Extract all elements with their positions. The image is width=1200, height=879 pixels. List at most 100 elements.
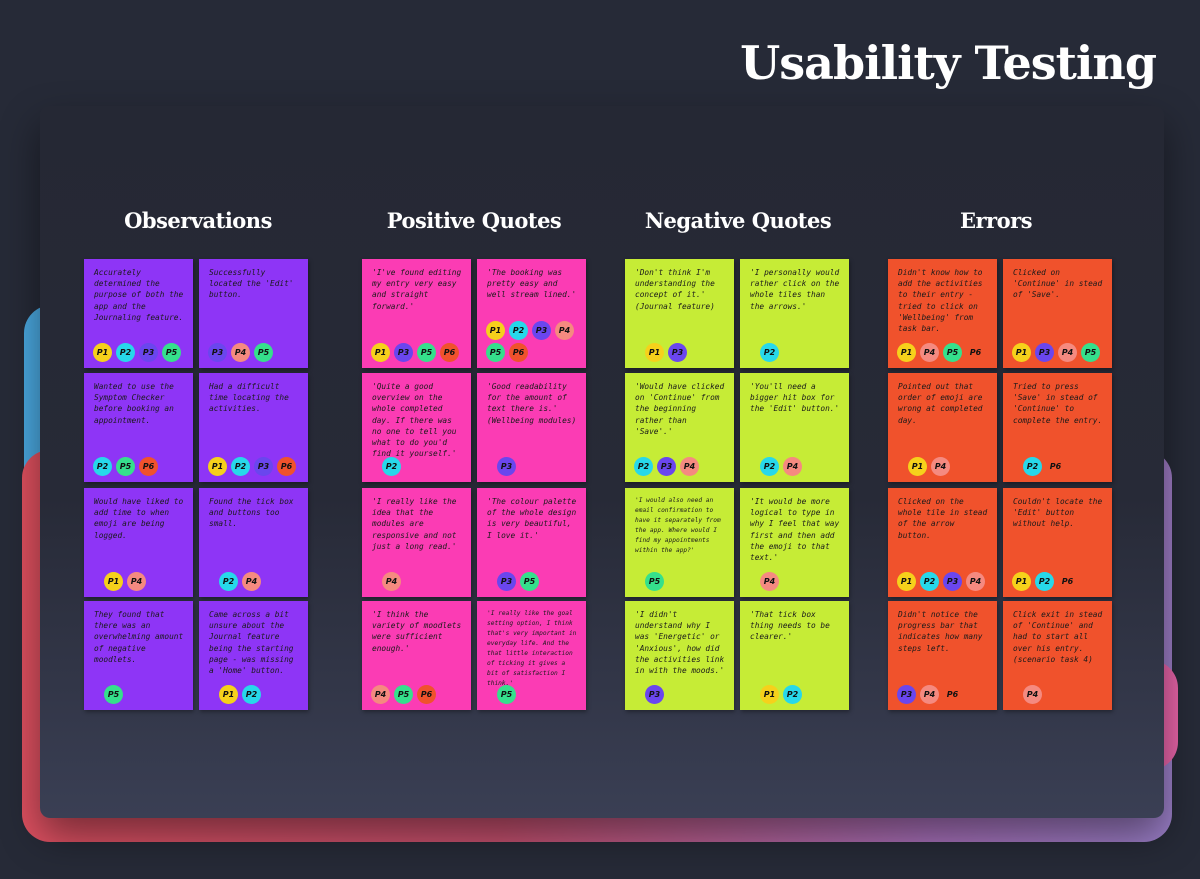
sticky-note-positive-quotes[interactable]: 'I've found editing my entry very easy a…: [362, 259, 471, 368]
participant-badge-p2: P2: [1035, 572, 1054, 591]
participant-badge-p4: P4: [966, 572, 985, 591]
participant-badge-p6: P6: [1046, 457, 1065, 476]
participant-badge-p3: P3: [497, 572, 516, 591]
note-text: 'I really like the idea that the modules…: [372, 497, 457, 551]
participant-badge-p3: P3: [668, 343, 687, 362]
participant-badge-p1: P1: [219, 685, 238, 704]
note-text: 'The colour palette of the whole design …: [487, 497, 577, 540]
participant-badge-p4: P4: [127, 572, 146, 591]
sticky-note-positive-quotes[interactable]: 'I really like the goal setting option, …: [477, 601, 586, 710]
sticky-note-positive-quotes[interactable]: 'I really like the idea that the modules…: [362, 488, 471, 597]
participant-badge-p4: P4: [920, 685, 939, 704]
sticky-note-negative-quotes[interactable]: 'Don't think I'm understanding the conce…: [625, 259, 734, 368]
sticky-note-observations[interactable]: Would have liked to add time to when emo…: [84, 488, 193, 597]
participant-badge-p4: P4: [1058, 343, 1077, 362]
participant-badge-p1: P1: [93, 343, 112, 362]
participant-tags: P5: [497, 685, 580, 704]
participant-badge-p4: P4: [382, 572, 401, 591]
note-text: 'The booking was pretty easy and well st…: [487, 268, 577, 300]
note-text: 'You'll need a bigger hit box for the 'E…: [750, 382, 840, 414]
sticky-note-observations[interactable]: They found that there was an overwhelmin…: [84, 601, 193, 710]
sticky-note-errors[interactable]: Tried to press 'Save' in stead of 'Conti…: [1003, 373, 1112, 482]
participant-badge-p1: P1: [486, 321, 505, 340]
participant-badge-p2: P2: [634, 457, 653, 476]
participant-badge-p1: P1: [897, 572, 916, 591]
participant-badge-p5: P5: [497, 685, 516, 704]
participant-badge-p2: P2: [509, 321, 528, 340]
participant-tags: P5: [645, 572, 728, 591]
note-text: Had a difficult time locating the activi…: [209, 382, 289, 414]
sticky-note-errors[interactable]: Clicked on the whole tile in stead of th…: [888, 488, 997, 597]
sticky-note-negative-quotes[interactable]: 'I didn't understand why I was 'Energeti…: [625, 601, 734, 710]
participant-badge-p2: P2: [920, 572, 939, 591]
sticky-note-negative-quotes[interactable]: 'It would be more logical to type in why…: [740, 488, 849, 597]
column-title-positive-quotes: Positive Quotes: [386, 208, 562, 233]
column-title-errors: Errors: [959, 208, 1033, 233]
sticky-note-negative-quotes[interactable]: 'That tick box thing needs to be clearer…: [740, 601, 849, 710]
participant-badge-p5: P5: [520, 572, 539, 591]
sticky-note-positive-quotes[interactable]: 'Quite a good overview on the whole comp…: [362, 373, 471, 482]
participant-badge-p2: P2: [760, 343, 779, 362]
note-text: Didn't know how to add the activities to…: [898, 268, 983, 334]
participant-badge-p2: P2: [242, 685, 261, 704]
participant-badge-p2: P2: [382, 457, 401, 476]
note-text: Didn't notice the progress bar that indi…: [898, 610, 983, 653]
participant-badge-p2: P2: [783, 685, 802, 704]
sticky-note-observations[interactable]: Accurately determined the purpose of bot…: [84, 259, 193, 368]
sticky-note-positive-quotes[interactable]: 'I think the variety of moodlets were su…: [362, 601, 471, 710]
participant-badge-p1: P1: [1012, 572, 1031, 591]
participant-badge-p2: P2: [1023, 457, 1042, 476]
sticky-note-positive-quotes[interactable]: 'The colour palette of the whole design …: [477, 488, 586, 597]
participant-badge-p6: P6: [440, 343, 459, 362]
participant-badge-p5: P5: [116, 457, 135, 476]
sticky-note-negative-quotes[interactable]: 'I personally would rather click on the …: [740, 259, 849, 368]
sticky-note-observations[interactable]: Wanted to use the Symptom Checker before…: [84, 373, 193, 482]
sticky-note-errors[interactable]: Pointed out that order of emoji are wron…: [888, 373, 997, 482]
sticky-note-observations[interactable]: Had a difficult time locating the activi…: [199, 373, 308, 482]
participant-badge-p1: P1: [645, 343, 664, 362]
participant-badge-p4: P4: [242, 572, 261, 591]
participant-badge-p1: P1: [208, 457, 227, 476]
note-text: Came across a bit unsure about the Journ…: [209, 610, 294, 676]
participant-badge-p4: P4: [783, 457, 802, 476]
sticky-note-observations[interactable]: Found the tick box and buttons too small…: [199, 488, 308, 597]
sticky-note-negative-quotes[interactable]: 'I would also need an email confirmation…: [625, 488, 734, 597]
participant-badge-p4: P4: [1023, 685, 1042, 704]
note-text: 'I would also need an email confirmation…: [635, 497, 721, 554]
participant-badge-p4: P4: [931, 457, 950, 476]
note-text: Clicked on 'Continue' in stead of 'Save'…: [1013, 268, 1103, 300]
participant-badge-p2: P2: [760, 457, 779, 476]
participant-badge-p4: P4: [920, 343, 939, 362]
participant-tags: P4: [382, 572, 465, 591]
participant-badge-p5: P5: [943, 343, 962, 362]
participant-badge-p1: P1: [1012, 343, 1031, 362]
sticky-note-errors[interactable]: Couldn't locate the 'Edit' button withou…: [1003, 488, 1112, 597]
sticky-note-errors[interactable]: Clicked on 'Continue' in stead of 'Save'…: [1003, 259, 1112, 368]
sticky-note-observations[interactable]: Came across a bit unsure about the Journ…: [199, 601, 308, 710]
participant-badge-p1: P1: [371, 343, 390, 362]
sticky-note-errors[interactable]: Didn't know how to add the activities to…: [888, 259, 997, 368]
participant-badge-p6: P6: [139, 457, 158, 476]
note-text: 'Good readability for the amount of text…: [487, 382, 577, 425]
sticky-note-errors[interactable]: Click exit in stead of 'Continue' and ha…: [1003, 601, 1112, 710]
sticky-note-positive-quotes[interactable]: 'The booking was pretty easy and well st…: [477, 259, 586, 368]
sticky-note-negative-quotes[interactable]: 'Would have clicked on 'Continue' from t…: [625, 373, 734, 482]
participant-badge-p2: P2: [116, 343, 135, 362]
sticky-note-positive-quotes[interactable]: 'Good readability for the amount of text…: [477, 373, 586, 482]
note-text: 'I didn't understand why I was 'Energeti…: [635, 610, 725, 676]
sticky-note-observations[interactable]: Successfully located the 'Edit' button.P…: [199, 259, 308, 368]
note-text: Accurately determined the purpose of bot…: [94, 268, 184, 322]
participant-badge-p4: P4: [760, 572, 779, 591]
sticky-note-negative-quotes[interactable]: 'You'll need a bigger hit box for the 'E…: [740, 373, 849, 482]
participant-badge-p3: P3: [897, 685, 916, 704]
sticky-note-errors[interactable]: Didn't notice the progress bar that indi…: [888, 601, 997, 710]
